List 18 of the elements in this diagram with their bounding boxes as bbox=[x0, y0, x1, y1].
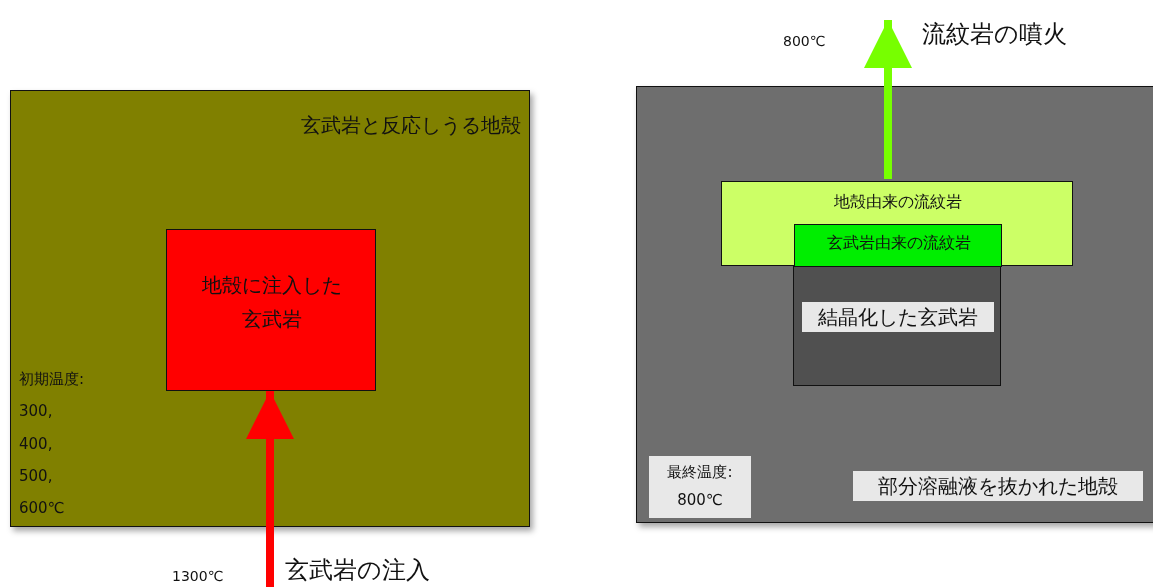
crust-block bbox=[636, 86, 1153, 523]
crystallized-basalt-box bbox=[793, 266, 1001, 386]
node-text: 部分溶融液を抜かれた地殻 bbox=[853, 471, 1143, 501]
crust-block bbox=[10, 90, 530, 527]
node-text: 玄武岩と反応しうる地殻 bbox=[300, 113, 521, 137]
node-text: 地殻に注入した玄武岩 bbox=[201, 272, 343, 333]
temperature-label: 1300℃ bbox=[172, 568, 224, 584]
node-text: 玄武岩由来の流紋岩 bbox=[826, 233, 972, 253]
temperature-label: 800℃ bbox=[783, 33, 826, 49]
rhyolite-layer-box bbox=[794, 224, 1002, 267]
node-text: 結晶化した玄武岩 bbox=[802, 302, 994, 332]
basalt-intrusion-box bbox=[166, 229, 376, 391]
arrow bbox=[246, 391, 294, 587]
rhyolite-layer-box bbox=[721, 181, 1073, 266]
node-text: 地殻由来の流紋岩 bbox=[833, 192, 963, 212]
node-text: 初期温度: 300, 400, 500, 600℃ bbox=[19, 369, 86, 519]
arrow bbox=[864, 20, 912, 179]
node-text: 最終温度: 800℃ bbox=[649, 456, 751, 518]
